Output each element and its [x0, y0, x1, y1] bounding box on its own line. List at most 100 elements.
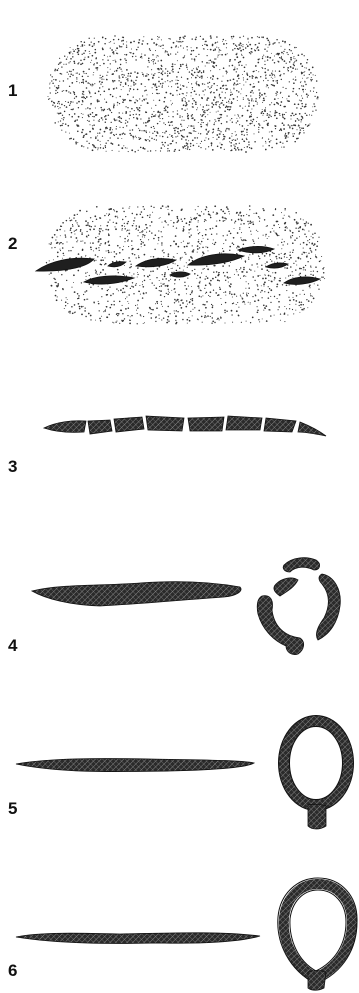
stipple-dot — [184, 246, 186, 248]
stipple-dot — [257, 311, 259, 313]
stipple-dot — [284, 41, 286, 43]
stipple-dot — [163, 227, 164, 228]
stipple-dot — [150, 308, 151, 309]
stipple-dot — [161, 68, 163, 70]
stipple-dot — [274, 62, 276, 64]
stipple-dot — [224, 136, 225, 137]
stipple-dot — [175, 53, 176, 54]
stipple-dot — [70, 227, 72, 229]
stipple-dot — [264, 291, 265, 292]
stipple-dot — [85, 50, 87, 52]
stipple-dot — [292, 271, 293, 272]
stipple-dot — [290, 67, 291, 68]
stipple-dot — [295, 310, 296, 311]
stipple-dot — [90, 217, 91, 218]
stipple-dot — [132, 225, 134, 227]
stipple-dot — [52, 237, 54, 239]
stipple-dot — [248, 257, 249, 258]
stipple-dot — [237, 114, 238, 115]
stipple-dot — [74, 214, 76, 216]
stipple-dot — [307, 240, 308, 241]
stipple-dot — [295, 77, 296, 78]
stipple-dot — [159, 318, 160, 319]
stipple-dot — [164, 276, 166, 278]
stipple-dot — [175, 315, 177, 317]
stipple-dot — [142, 269, 143, 270]
stipple-dot — [213, 61, 214, 62]
stipple-dot — [141, 57, 142, 58]
stipple-dot — [135, 80, 136, 81]
stipple-dot — [85, 316, 86, 317]
stipple-dot — [222, 41, 223, 42]
stipple-dot — [202, 255, 203, 256]
stipple-dot — [198, 76, 199, 77]
stipple-dot — [66, 58, 67, 59]
stipple-dot — [211, 61, 213, 63]
stipple-dot — [225, 291, 227, 293]
stipple-dot — [110, 307, 112, 309]
stipple-dot — [107, 72, 108, 73]
stipple-dot — [194, 60, 195, 61]
stipple-dot — [152, 309, 154, 311]
stipple-dot — [206, 220, 207, 221]
stipple-dot — [303, 308, 304, 309]
stage-5-beaded-ring — [279, 716, 354, 830]
stipple-dot — [266, 253, 267, 254]
stipple-dot — [234, 67, 235, 68]
stipple-dot — [53, 259, 54, 260]
lens — [36, 258, 94, 271]
stipple-dot — [126, 54, 128, 56]
stipple-dot — [226, 206, 228, 208]
stipple-dot — [133, 117, 134, 118]
stipple-dot — [249, 209, 250, 210]
stipple-dot — [105, 145, 107, 147]
stipple-dot — [311, 236, 312, 237]
stipple-dot — [79, 74, 80, 75]
stipple-dot — [177, 110, 178, 111]
stipple-dot — [239, 105, 241, 107]
stipple-dot — [105, 128, 106, 129]
stipple-dot — [57, 92, 58, 93]
stipple-dot — [155, 83, 156, 84]
stipple-dot — [237, 302, 238, 303]
stipple-dot — [191, 292, 192, 293]
stipple-dot — [257, 117, 258, 118]
stipple-dot — [313, 103, 314, 104]
stipple-dot — [81, 256, 82, 257]
stipple-dot — [277, 103, 279, 105]
stipple-dot — [56, 87, 57, 88]
stipple-dot — [128, 221, 129, 222]
stipple-dot — [95, 254, 96, 255]
stipple-dot — [148, 74, 149, 75]
stipple-dot — [133, 82, 135, 84]
stipple-dot — [256, 212, 258, 214]
stipple-dot — [218, 272, 219, 273]
stipple-dot — [128, 239, 129, 240]
stipple-dot — [173, 226, 174, 227]
stipple-dot — [213, 83, 215, 85]
stipple-dot — [230, 106, 232, 108]
stipple-dot — [63, 90, 64, 91]
stipple-dot — [293, 249, 294, 250]
stipple-dot — [106, 151, 107, 152]
stipple-dot — [244, 66, 246, 68]
stipple-dot — [259, 221, 260, 222]
stipple-dot — [71, 287, 72, 288]
stipple-dot — [132, 286, 134, 288]
stipple-dot — [202, 90, 203, 91]
stipple-dot — [158, 237, 160, 239]
band-segment — [114, 417, 144, 432]
stipple-dot — [110, 48, 111, 49]
stipple-dot — [210, 37, 212, 39]
stipple-dot — [279, 115, 280, 116]
stipple-dot — [167, 319, 169, 321]
stipple-dot — [116, 222, 118, 224]
stipple-dot — [172, 125, 173, 126]
stipple-dot — [204, 219, 206, 221]
stipple-dot — [109, 129, 111, 131]
stipple-dot — [143, 293, 144, 294]
stipple-dot — [243, 239, 244, 240]
stipple-dot — [225, 70, 227, 72]
stipple-dot — [271, 260, 272, 261]
stipple-dot — [288, 100, 290, 102]
